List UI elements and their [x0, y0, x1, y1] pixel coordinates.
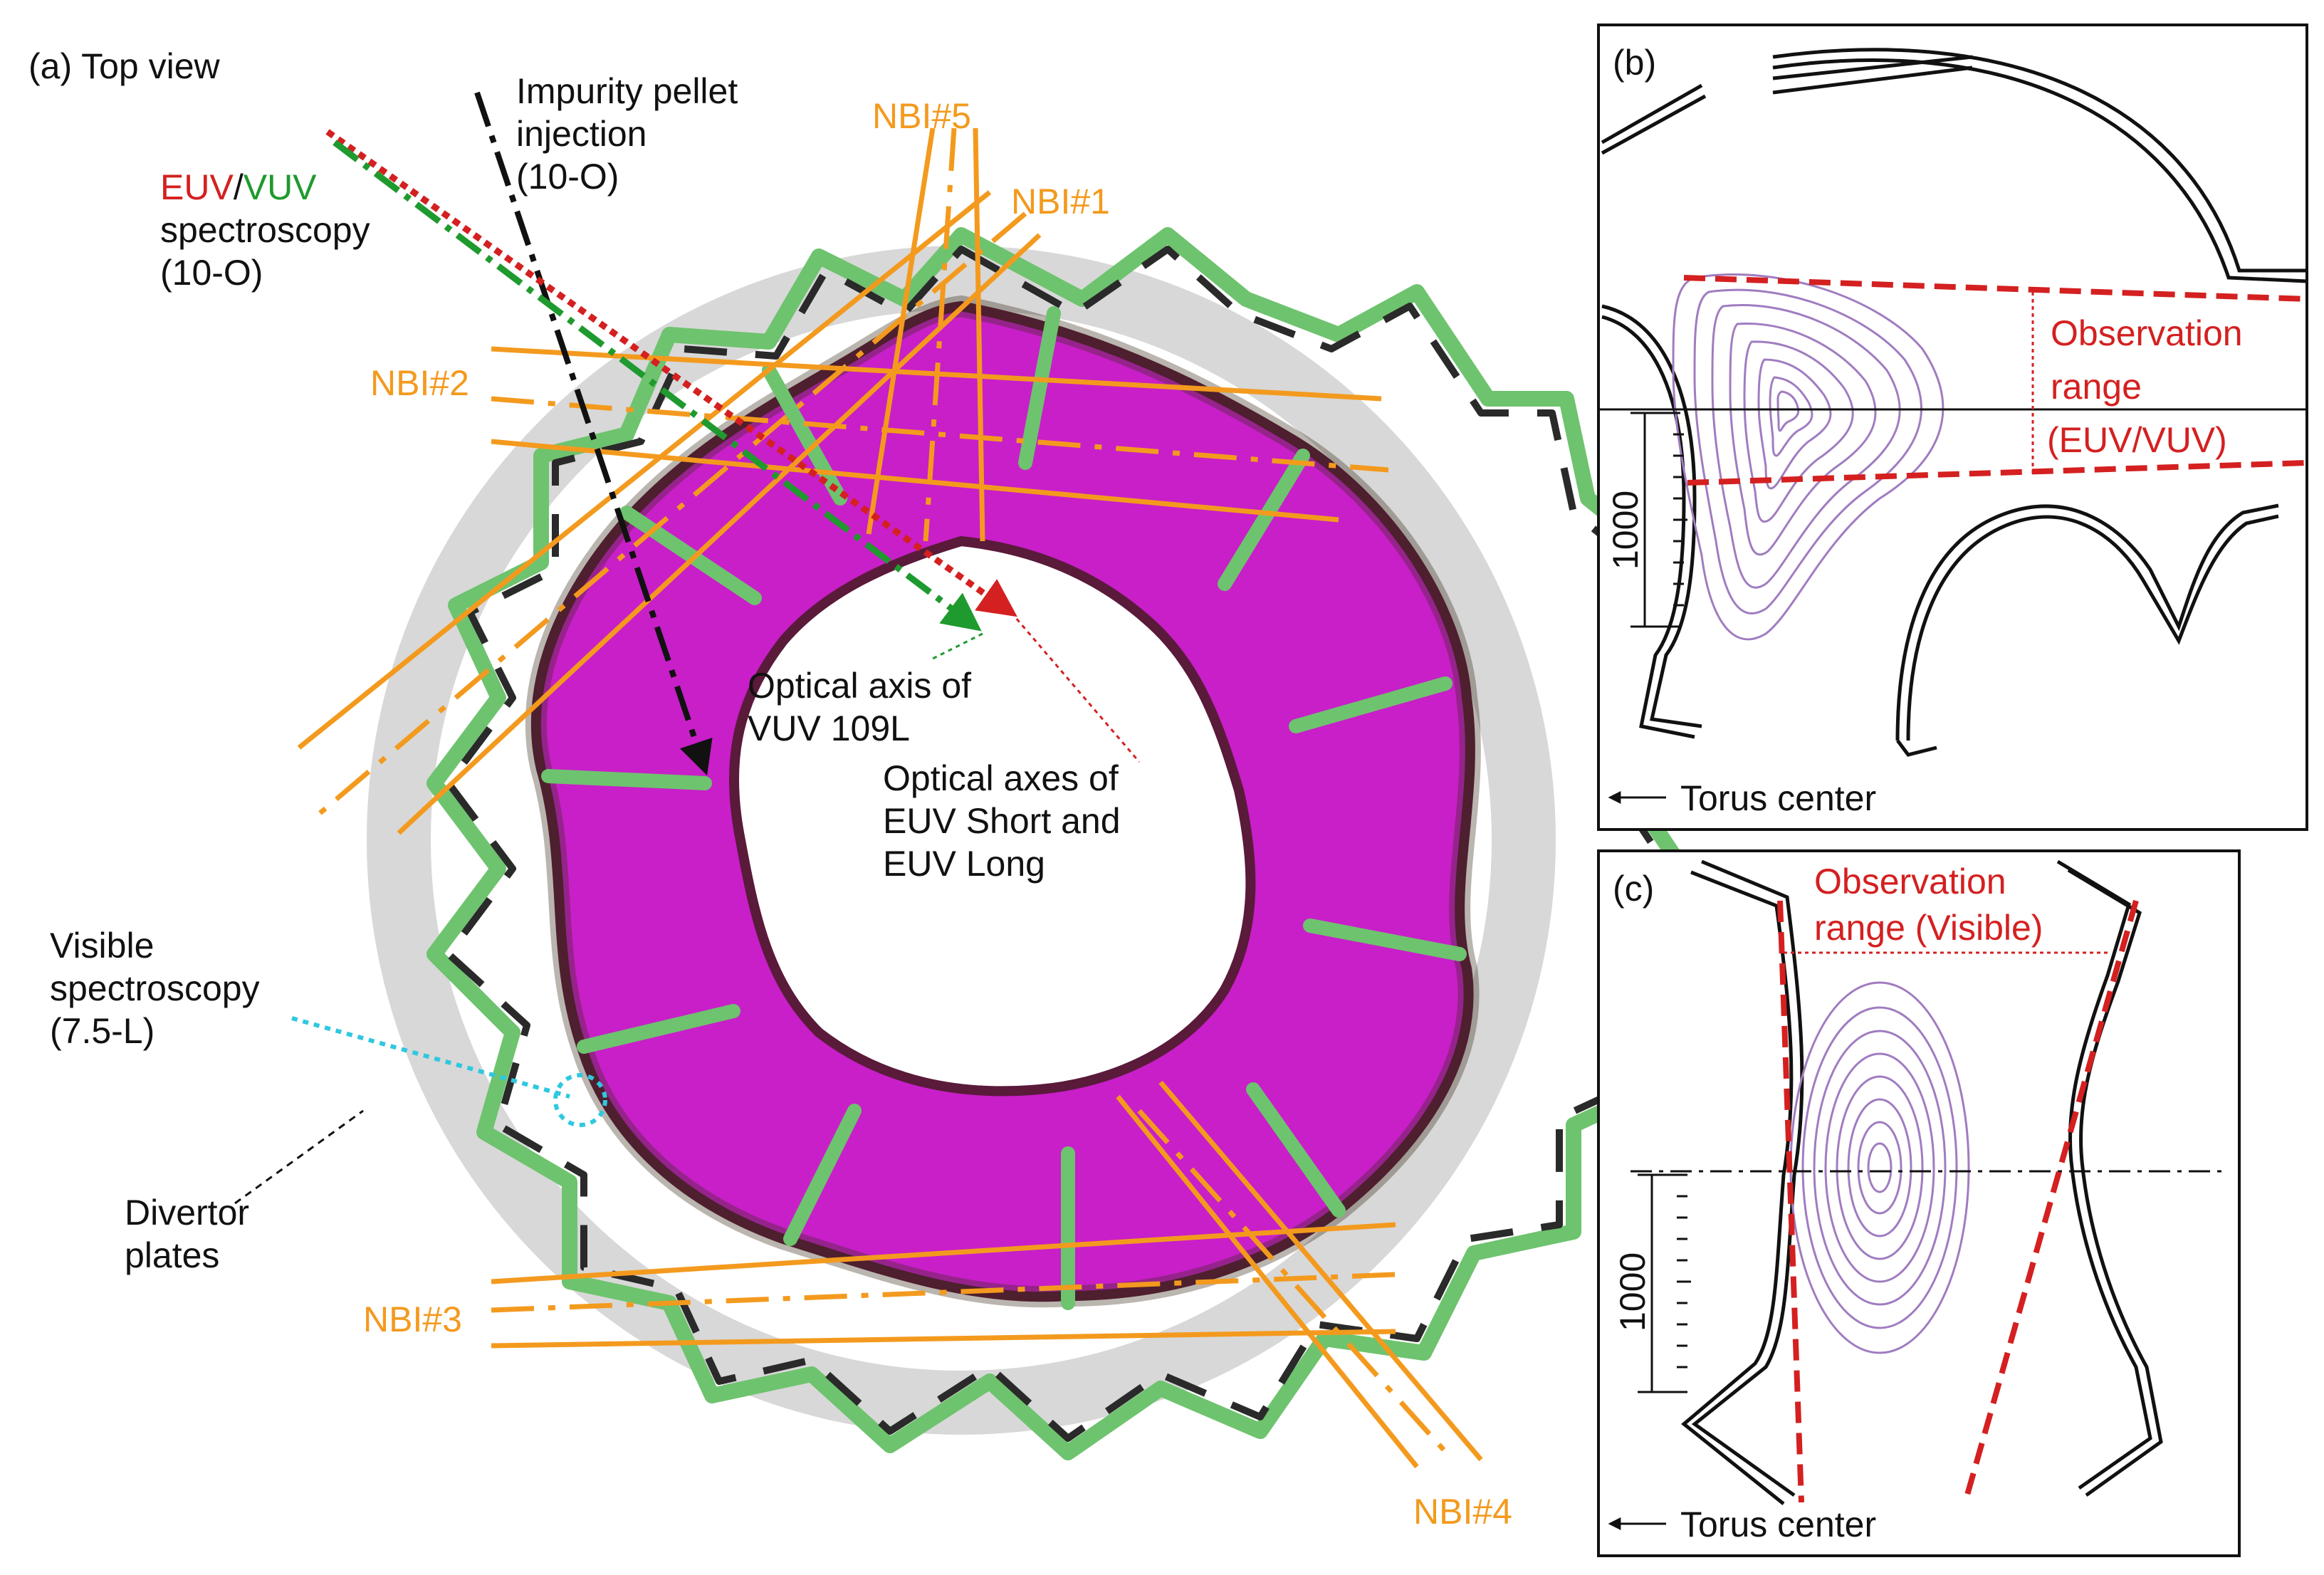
scale-bar-b [1631, 412, 1687, 628]
flux-surfaces-c [1789, 981, 1970, 1354]
slash-label: / [234, 167, 244, 207]
euv-axes-label-2: EUV Short and [883, 801, 1121, 841]
obs-right-c [1962, 899, 2139, 1504]
pellet-label-1: Impurity pellet [516, 71, 738, 111]
obs-upper-b [1683, 275, 2308, 302]
obs-b-1: Observation [2051, 313, 2243, 353]
visible-leader [291, 1016, 570, 1099]
flux-surfaces-b [1672, 273, 1944, 641]
divertor-label-1: Divertor [125, 1193, 249, 1233]
panel-b: (b) Observation range (EUV/VUV) 1000 Tor… [1597, 23, 2308, 831]
vessel-b [1601, 48, 2308, 757]
spectro-label-2: (10-O) [160, 253, 263, 293]
coil-crossings [541, 306, 1467, 1310]
panel-b-title: (b) [1613, 43, 1656, 83]
obs-b-3: (EUV/VUV) [2047, 420, 2227, 460]
vuv-axis-label-2: VUV 109L [748, 708, 910, 748]
scale-bar-c [1638, 1173, 1691, 1393]
euv-axes-label-3: EUV Long [883, 844, 1045, 884]
euv-axis-ext [1010, 612, 1141, 763]
panel-c: (c) Observation range (Visible) 1000 Tor… [1597, 849, 2241, 1557]
nbi2-label: NBI#2 [370, 363, 469, 403]
panel-a-title: (a) Top view [28, 46, 221, 86]
obs-left-c [1777, 900, 1804, 1503]
euv-axis [325, 129, 1017, 617]
euv-label: EUV [160, 167, 234, 207]
pellet-label-3: (10-O) [516, 157, 619, 197]
divertor-label-2: plates [125, 1235, 219, 1275]
vuv-label: VUV [244, 167, 317, 207]
panel-c-title: (c) [1613, 869, 1654, 909]
panel-a: (a) Top view Impurity pellet injection (… [28, 46, 1710, 1532]
euv-vuv-title: EUV/VUV [160, 167, 317, 207]
plasma-torus [525, 295, 1481, 1310]
nbi-beams [297, 127, 1483, 1469]
divertor-leader [234, 1109, 364, 1205]
panel-b-frame [1597, 23, 2308, 831]
obs-lower-b [1687, 460, 2308, 486]
nbi5-label: NBI#5 [872, 96, 971, 136]
visible-port [553, 1073, 607, 1127]
euv-axes-label-1: Optical axes of [883, 758, 1119, 798]
nbi1-label: NBI#1 [1011, 182, 1110, 221]
obs-c-1: Observation [1814, 862, 2006, 901]
nbi3-label: NBI#3 [363, 1299, 462, 1339]
visible-label-3: (7.5-L) [50, 1011, 155, 1051]
nbi4-label: NBI#4 [1413, 1492, 1512, 1532]
torus-b-label: Torus center [1680, 778, 1876, 818]
pellet-arrow [474, 91, 713, 776]
vuv-axis [333, 140, 982, 632]
visible-label-1: Visible [50, 926, 154, 966]
obs-c-2: range (Visible) [1814, 908, 2043, 948]
outer-coil-outline [426, 227, 1710, 1460]
visible-label-2: spectroscopy [50, 968, 260, 1008]
spectro-label-1: spectroscopy [160, 210, 370, 250]
plasma-edge [525, 295, 1481, 1308]
outer-coil-dark [445, 246, 1691, 1442]
vuv-axis-label-1: Optical axis of [748, 666, 971, 706]
obs-b-2: range [2051, 367, 2142, 407]
scale-b-label: 1000 [1606, 491, 1645, 570]
pellet-label-2: injection [516, 114, 647, 154]
torus-c-label: Torus center [1680, 1505, 1876, 1544]
vuv-axis-leader [932, 632, 983, 660]
scale-c-label: 1000 [1613, 1252, 1653, 1331]
helical-coils [367, 227, 1710, 1460]
